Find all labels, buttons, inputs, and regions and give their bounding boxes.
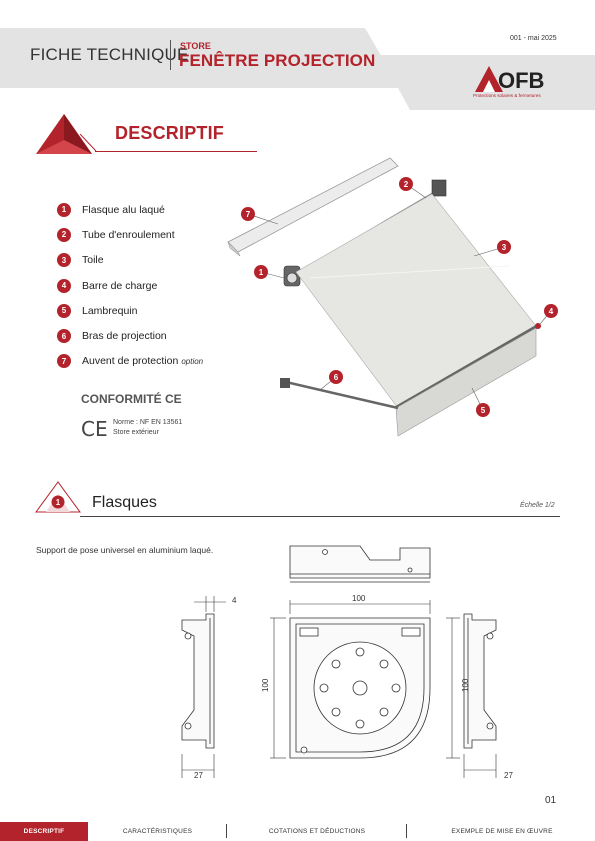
svg-text:2: 2 xyxy=(404,180,409,189)
svg-text:6: 6 xyxy=(334,373,339,382)
svg-text:3: 3 xyxy=(502,243,507,252)
front-view xyxy=(289,617,431,759)
awning-illustration: 7 2 3 1 4 5 6 xyxy=(227,157,558,437)
tab-cotations[interactable]: COTATIONS ET DÉDUCTIONS xyxy=(268,828,366,835)
triangle-section-icon xyxy=(36,114,92,154)
norme-info: Norme : NF EN 13561 Store extérieur xyxy=(113,418,182,438)
document-type: FICHE TECHNIQUE xyxy=(30,45,189,64)
number-badge: 6 xyxy=(57,329,71,344)
tab-mise-en-oeuvre[interactable]: EXEMPLE DE MISE EN ŒUVRE xyxy=(451,828,553,835)
header-divider xyxy=(170,40,171,70)
number-badge: 1 xyxy=(57,202,71,217)
section-underline xyxy=(80,516,560,517)
top-view xyxy=(289,545,431,583)
ce-mark-icon: CE xyxy=(81,417,108,441)
left-depth-dim xyxy=(181,754,215,778)
product-name: FENÊTRE PROJECTION xyxy=(179,51,376,70)
footer-divider xyxy=(406,824,407,838)
dim-height-right: 100 xyxy=(461,678,470,692)
section-title-flasques: Flasques xyxy=(92,494,157,511)
norme-text: Norme : NF EN 13561 xyxy=(113,419,183,426)
legend-label: Toile xyxy=(82,254,104,267)
flasque-description: Support de pose universel en aluminium l… xyxy=(36,545,214,555)
number-badge: 3 xyxy=(57,253,71,268)
product-category: STORE xyxy=(180,41,211,51)
tab-descriptif[interactable]: DESCRIPTIF xyxy=(0,822,88,841)
flasque-technical-drawing: 4 27 100 100 xyxy=(181,545,513,780)
number-badge: 5 xyxy=(57,303,71,318)
legend-label: Flasque alu laqué xyxy=(82,203,165,216)
scale-note: Échelle 1/2 xyxy=(520,502,555,509)
height-dim-left xyxy=(270,617,286,759)
number-badge: 7 xyxy=(57,354,71,369)
legend-item: 3 Toile xyxy=(57,248,203,273)
right-depth-dim xyxy=(463,754,497,778)
left-side-view xyxy=(181,613,215,749)
svg-text:1: 1 xyxy=(259,268,264,277)
page-number: 01 xyxy=(545,795,557,806)
option-note: option xyxy=(181,356,204,366)
ofb-logo: OFB xyxy=(475,66,544,93)
legend-item: 5 Lambrequin xyxy=(57,298,203,323)
legend-label: Bras de projection xyxy=(82,330,167,343)
legend-label: Lambrequin xyxy=(82,304,138,317)
legend-item: 2 Tube d'enroulement xyxy=(57,222,203,247)
svg-text:5: 5 xyxy=(481,406,486,415)
svg-text:OFB: OFB xyxy=(498,68,544,93)
dim-thickness: 4 xyxy=(232,596,237,605)
right-side-view xyxy=(463,613,497,749)
section-line-corner xyxy=(80,134,97,152)
section-title-descriptif: DESCRIPTIF xyxy=(115,123,225,143)
triangle-section-icon: 1 xyxy=(35,481,81,513)
height-dim-right xyxy=(446,617,460,759)
component-legend: 1 Flasque alu laqué 2 Tube d'enroulement… xyxy=(57,197,203,374)
conformite-title: CONFORMITÉ CE xyxy=(81,392,182,406)
legend-item: 7 Auvent de protection option xyxy=(57,349,203,374)
legend-label: Auvent de protection xyxy=(82,355,179,368)
number-badge: 4 xyxy=(57,278,71,293)
legend-label: Barre de charge xyxy=(82,279,158,292)
tab-caracteristiques[interactable]: CARACTÉRISTIQUES xyxy=(122,828,193,835)
logo-tagline: Protections solaires & fermetures xyxy=(473,93,541,98)
section-number: 1 xyxy=(56,498,61,507)
legend-item: 4 Barre de charge xyxy=(57,273,203,298)
header-band xyxy=(0,28,400,88)
footer-divider xyxy=(226,824,227,838)
dim-depth-left: 27 xyxy=(194,771,203,780)
footer-nav: DESCRIPTIF CARACTÉRISTIQUES COTATIONS ET… xyxy=(0,822,595,841)
width-dim xyxy=(289,600,431,614)
dim-depth-right: 27 xyxy=(504,771,513,780)
legend-item: 1 Flasque alu laqué xyxy=(57,197,203,222)
legend-item: 6 Bras de projection xyxy=(57,323,203,348)
section-underline xyxy=(95,151,257,152)
document-reference: 001 - mai 2025 xyxy=(510,35,557,42)
dim-height-left: 100 xyxy=(261,678,270,692)
svg-text:4: 4 xyxy=(549,307,554,316)
number-badge: 2 xyxy=(57,227,71,242)
legend-label: Tube d'enroulement xyxy=(82,228,175,241)
dim-width: 100 xyxy=(352,594,366,603)
thickness-dim xyxy=(194,596,226,612)
svg-text:7: 7 xyxy=(246,210,251,219)
usage-text: Store extérieur xyxy=(113,429,159,436)
